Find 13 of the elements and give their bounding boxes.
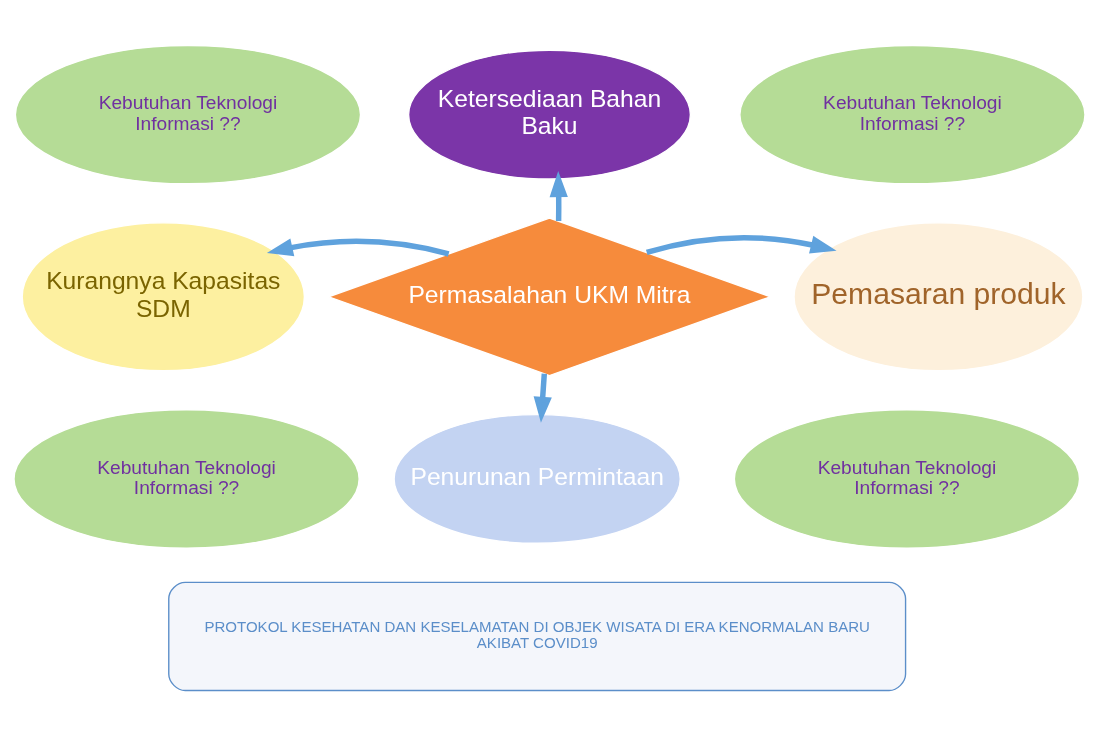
node-ellipse: Pemasaran produk [793, 221, 1084, 371]
arrow [266, 237, 450, 257]
arrow [646, 234, 837, 255]
node-ellipse: Penurunan Permintaan [393, 413, 681, 544]
node-ellipse: Ketersediaan Bahan Baku [407, 49, 692, 180]
node-ellipse: Kebutuhan Teknologi Informasi ?? [13, 408, 360, 549]
node-ellipse: Kurangnya Kapasitas SDM [21, 221, 306, 371]
node-box: PROTOKOL KESEHATAN DAN KESELAMATAN DI OBJEK WISATA DI ERA KENORMALAN BARU AKIBAT COVID19 [168, 581, 907, 691]
node-ellipse: Kebutuhan Teknologi Informasi ?? [733, 408, 1081, 549]
node-ellipse: Kebutuhan Teknologi Informasi ?? [14, 44, 362, 184]
node-ellipse: Kebutuhan Teknologi Informasi ?? [739, 44, 1086, 184]
arrow [549, 170, 568, 221]
arrow [533, 373, 552, 423]
